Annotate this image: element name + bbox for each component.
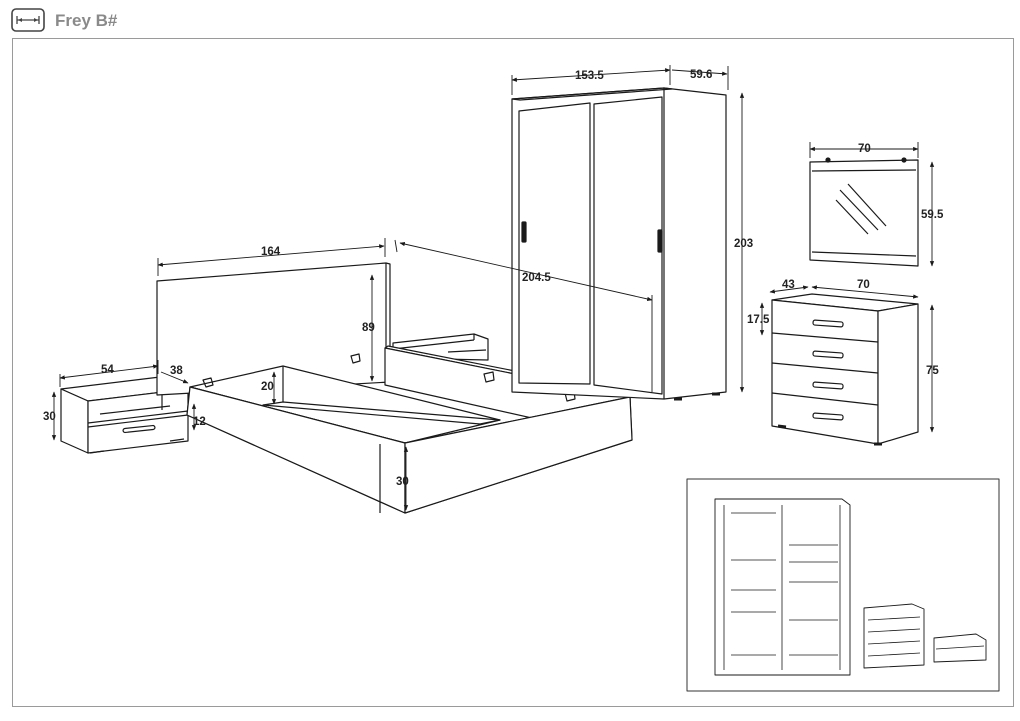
drawing-frame bbox=[12, 38, 1014, 707]
dimension-lines bbox=[51, 65, 935, 511]
dim-nightstand-depth: 38 bbox=[170, 365, 183, 377]
dim-nightstand-drawer: 12 bbox=[193, 416, 206, 428]
dim-dresser-depth: 43 bbox=[782, 279, 795, 291]
dimension-labels: 54 38 30 12 164 89 204.5 20 30 153.5 59.… bbox=[43, 69, 944, 488]
dim-dresser-width: 70 bbox=[857, 279, 870, 291]
interior-inset bbox=[686, 478, 1000, 692]
dim-nightstand-height: 30 bbox=[43, 411, 56, 423]
dim-mirror-height: 59.5 bbox=[921, 209, 944, 221]
width-arrows-icon bbox=[11, 8, 45, 32]
dim-wardrobe-height: 203 bbox=[734, 238, 753, 250]
dim-headboard-width: 164 bbox=[261, 246, 281, 258]
nightstand-left bbox=[60, 376, 189, 454]
dim-bed-side-height: 30 bbox=[396, 476, 409, 488]
dim-headboard-height: 89 bbox=[362, 322, 375, 334]
dresser bbox=[771, 293, 919, 446]
dim-nightstand-width: 54 bbox=[101, 364, 114, 376]
page-title: Frey B# bbox=[55, 11, 118, 30]
dim-wardrobe-width: 153.5 bbox=[575, 70, 604, 82]
dim-mirror-width: 70 bbox=[858, 143, 871, 155]
dim-bed-rail-height: 20 bbox=[261, 381, 274, 393]
dim-wardrobe-depth: 59.6 bbox=[690, 69, 712, 81]
dim-dresser-height: 75 bbox=[926, 365, 939, 377]
wardrobe bbox=[511, 87, 727, 401]
mirror bbox=[809, 157, 919, 267]
header: Frey B# bbox=[0, 0, 1020, 38]
bed bbox=[156, 262, 633, 514]
dim-bed-length: 204.5 bbox=[522, 272, 551, 284]
dim-dresser-drawer: 17.5 bbox=[747, 314, 770, 326]
